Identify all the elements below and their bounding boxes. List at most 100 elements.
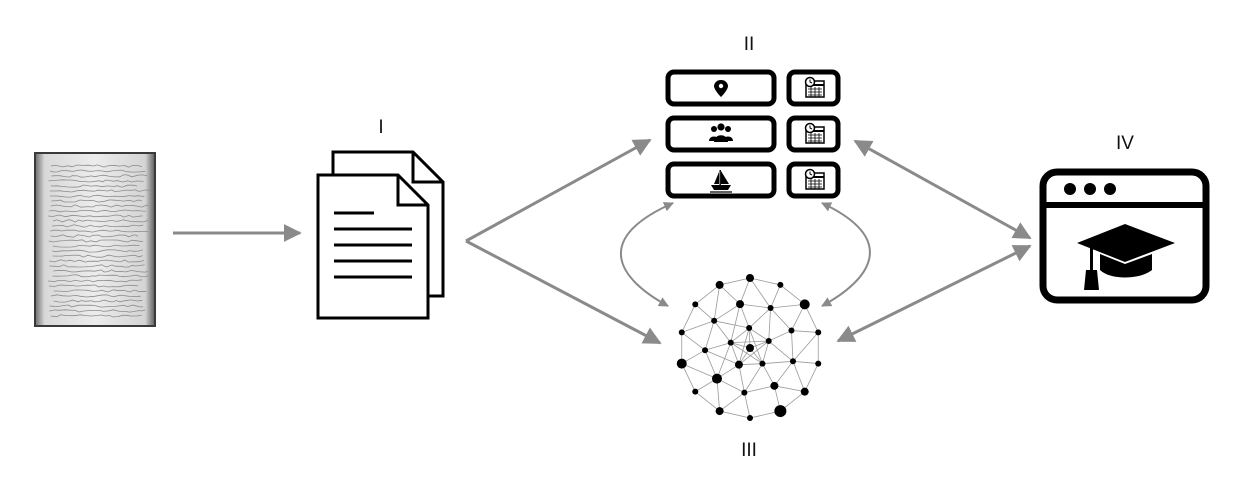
graph-edge <box>792 361 806 392</box>
graph-edge <box>716 342 732 379</box>
graph-node <box>800 387 809 396</box>
graph-edge <box>770 307 792 331</box>
graph-edge <box>714 320 750 329</box>
stage-label-ii: II <box>744 34 755 55</box>
date-box-2 <box>786 115 841 153</box>
curved-arrow-left <box>620 202 674 307</box>
graph-edge <box>791 330 794 362</box>
graph-node <box>746 325 753 332</box>
graph-edge <box>719 277 751 286</box>
graph-edge <box>774 361 794 387</box>
graph-edge <box>719 392 745 412</box>
graph-edge <box>681 363 718 379</box>
graph-node <box>815 329 822 336</box>
graph-edge <box>780 284 805 305</box>
graph-node <box>711 373 722 384</box>
graph-edge <box>716 378 721 412</box>
handwriting-line <box>48 179 144 183</box>
date-box-3 <box>786 161 841 199</box>
graph-edge <box>791 330 819 333</box>
handwriting-line <box>48 209 147 213</box>
graph-node <box>711 317 718 324</box>
graph-node <box>746 274 754 282</box>
graph-node <box>770 381 779 390</box>
calendar-clock-icon <box>804 122 825 144</box>
stage-label-i: I <box>378 117 383 138</box>
graph-node <box>676 358 687 369</box>
arrow-transcription-to-graph <box>465 239 662 345</box>
handwriting-line <box>50 314 142 318</box>
handwriting-line <box>49 189 151 193</box>
network-graph-icon <box>676 274 822 421</box>
handwriting-line <box>53 289 147 293</box>
handwriting-line <box>48 214 143 218</box>
graph-edge <box>681 320 715 333</box>
graph-edge <box>768 330 792 342</box>
graph-edge <box>792 332 819 362</box>
graph-node <box>702 347 709 354</box>
graph-edge <box>770 284 781 309</box>
graph-node <box>692 301 699 308</box>
handwriting-line <box>53 299 143 303</box>
graph-node <box>799 299 810 310</box>
graph-node <box>765 338 772 345</box>
graph-edge <box>730 304 741 343</box>
graph-edge <box>738 364 745 393</box>
handwriting-line <box>48 239 144 243</box>
arrow-graph-to-application <box>836 244 1032 343</box>
arrow-extraction-to-application <box>853 139 1032 240</box>
graph-node <box>715 280 724 289</box>
graph-node <box>767 304 774 311</box>
graph-edge <box>749 277 781 286</box>
graph-node <box>741 389 748 396</box>
stage-label-iii: III <box>741 440 757 461</box>
graph-edge <box>804 363 819 392</box>
handwriting-line <box>48 284 139 288</box>
handwriting-line <box>51 199 143 203</box>
graph-edge <box>713 320 732 343</box>
graph-edge <box>730 327 750 343</box>
arrow-transcription-to-extraction <box>465 138 652 243</box>
graph-edge <box>704 349 740 366</box>
handwriting-line <box>53 269 149 273</box>
date-box-1 <box>786 69 841 107</box>
handwriting-line <box>50 229 149 233</box>
manuscript-page-image <box>34 152 156 327</box>
ship-icon <box>710 170 732 193</box>
stage-label-iv: IV <box>1116 133 1134 154</box>
handwriting-line <box>49 169 146 173</box>
graph-edge <box>744 385 775 394</box>
graph-node <box>692 388 699 395</box>
handwriting-line <box>52 274 149 278</box>
handwriting-line <box>50 234 139 238</box>
calendar-clock-icon <box>804 168 825 190</box>
calendar-clock-icon <box>804 76 825 98</box>
handwriting-line <box>52 254 143 258</box>
handwriting-line <box>50 294 141 298</box>
graph-edge <box>738 340 769 365</box>
handwriting-line <box>50 194 145 198</box>
graph-edge <box>695 284 720 305</box>
graph-edge <box>762 363 775 387</box>
graph-edge <box>704 342 731 351</box>
graph-edges <box>681 277 819 419</box>
graph-edge <box>719 284 741 305</box>
graph-node <box>734 360 743 369</box>
graph-edge <box>695 391 720 412</box>
graph-node <box>774 405 787 418</box>
graph-edge <box>681 363 696 392</box>
browser-window-graduation-cap-icon <box>1039 168 1210 304</box>
handwriting-line <box>50 184 138 188</box>
graph-node <box>727 339 734 346</box>
handwriting-line <box>49 304 143 308</box>
extraction-panel <box>665 69 841 199</box>
graph-node <box>747 415 753 421</box>
graph-edge <box>681 332 706 351</box>
graph-edge <box>739 277 751 305</box>
handwriting-line <box>48 279 143 283</box>
graph-edge <box>762 360 794 365</box>
handwriting-line <box>51 174 148 178</box>
graph-edge <box>749 277 771 309</box>
people-row <box>665 115 777 153</box>
graph-edge <box>704 320 715 351</box>
